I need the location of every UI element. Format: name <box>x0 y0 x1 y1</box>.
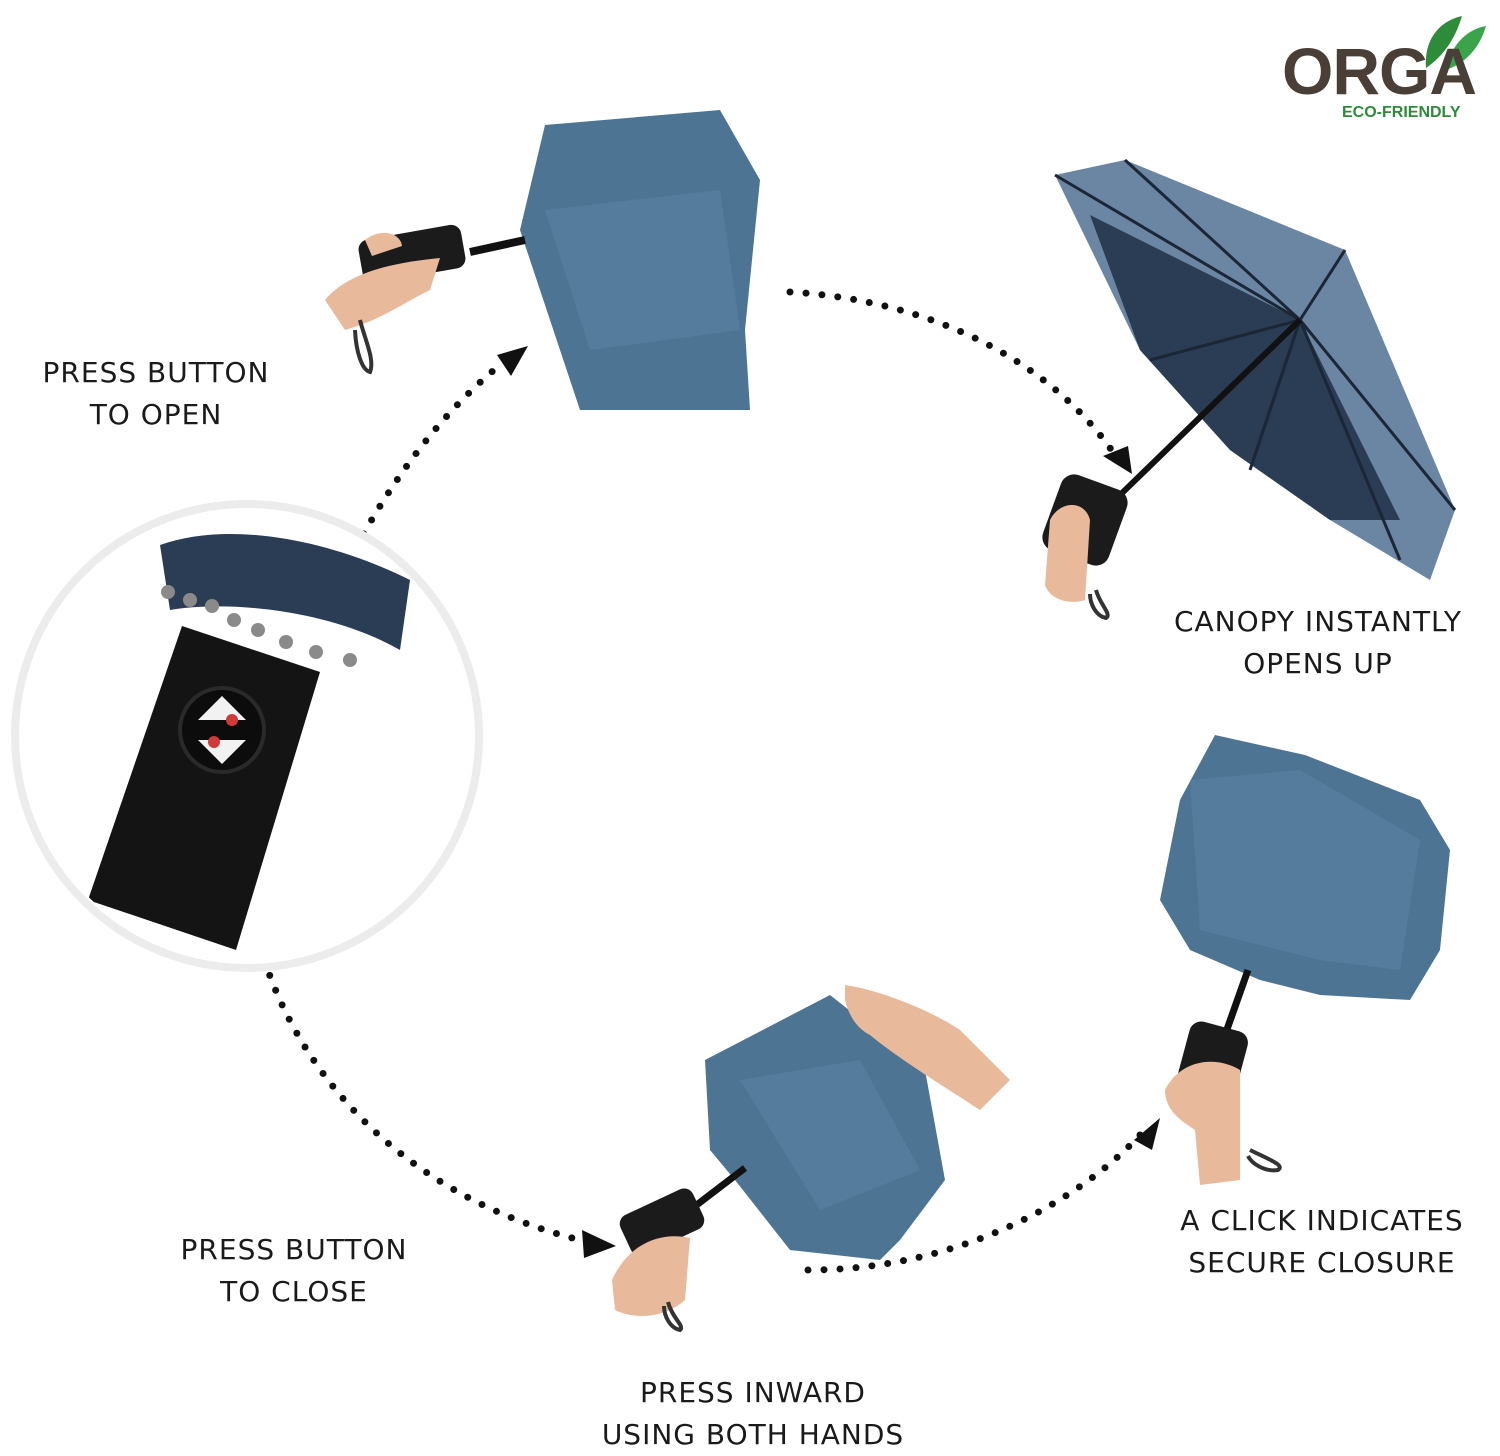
brand-tagline: ECO-FRIENDLY <box>1342 104 1461 121</box>
caption-line: OPENS UP <box>1243 647 1393 680</box>
dotted-arrow-left-up <box>246 346 528 902</box>
caption-line: PRESS BUTTON <box>42 356 270 389</box>
umbrella-closed-secure <box>1160 735 1450 1185</box>
caption-line: PRESS BUTTON <box>180 1233 408 1266</box>
umbrella-press-inward <box>612 985 1010 1333</box>
handle-closeup-circle <box>11 500 483 972</box>
brand-logo: ORGA ECO-FRIENDLY <box>1278 8 1494 126</box>
caption-line: SECURE CLOSURE <box>1188 1246 1456 1279</box>
caption-press-to-open: PRESS BUTTON TO OPEN <box>28 352 284 436</box>
brand-name: ORGA <box>1282 34 1477 108</box>
leaf-icon <box>1425 16 1486 70</box>
caption-line: TO CLOSE <box>220 1275 368 1308</box>
umbrella-open <box>1042 158 1457 621</box>
caption-line: A CLICK INDICATES <box>1180 1204 1464 1237</box>
caption-press-to-close: PRESS BUTTON TO CLOSE <box>166 1229 422 1313</box>
dotted-arrow-bottom-right <box>804 1118 1160 1274</box>
caption-canopy-opens: CANOPY INSTANTLY OPENS UP <box>1150 601 1486 685</box>
caption-press-inward: PRESS INWARD USING BOTH HANDS <box>580 1372 926 1456</box>
umbrella-closed-top <box>325 110 760 410</box>
caption-click-closure: A CLICK INDICATES SECURE CLOSURE <box>1160 1200 1484 1284</box>
caption-line: TO OPEN <box>89 398 223 431</box>
caption-line: USING BOTH HANDS <box>601 1418 905 1451</box>
dotted-arrow-top-right <box>786 288 1132 474</box>
caption-line: PRESS INWARD <box>639 1376 866 1409</box>
caption-line: CANOPY INSTANTLY <box>1173 605 1463 638</box>
